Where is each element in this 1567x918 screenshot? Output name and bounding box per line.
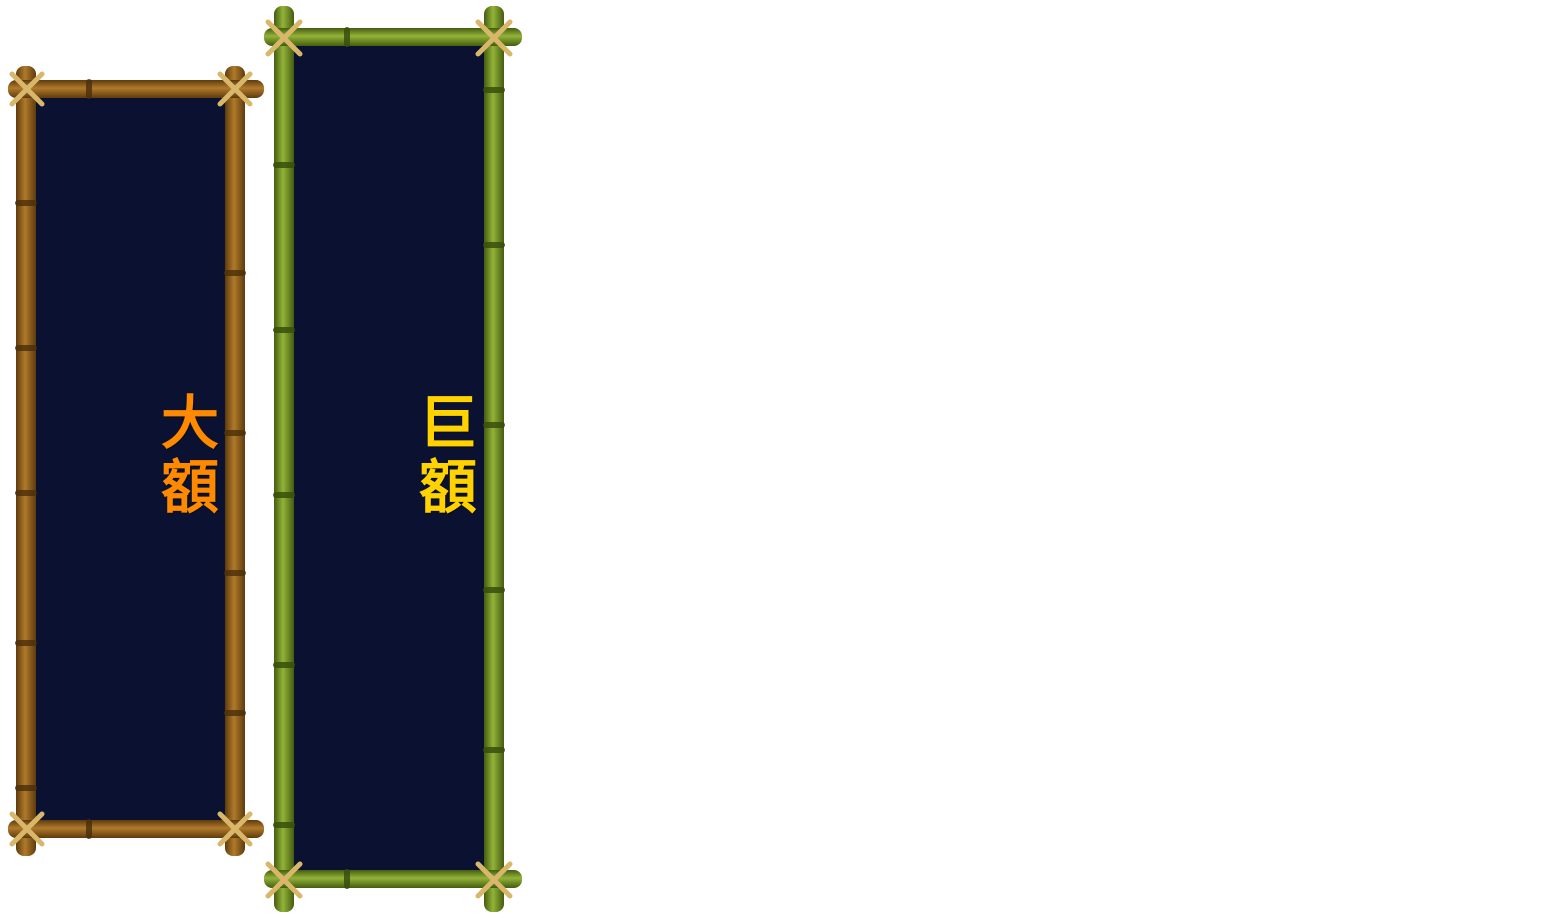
green-bamboo-frame — [264, 6, 522, 912]
huge-win-label: 巨額 — [409, 392, 477, 520]
big-win-panel — [4, 60, 266, 858]
panel-background — [28, 94, 232, 822]
huge-win-panel — [258, 2, 526, 914]
brown-bamboo-frame — [8, 66, 264, 856]
big-win-label: 大額 — [151, 392, 219, 520]
panel-background — [288, 42, 490, 874]
